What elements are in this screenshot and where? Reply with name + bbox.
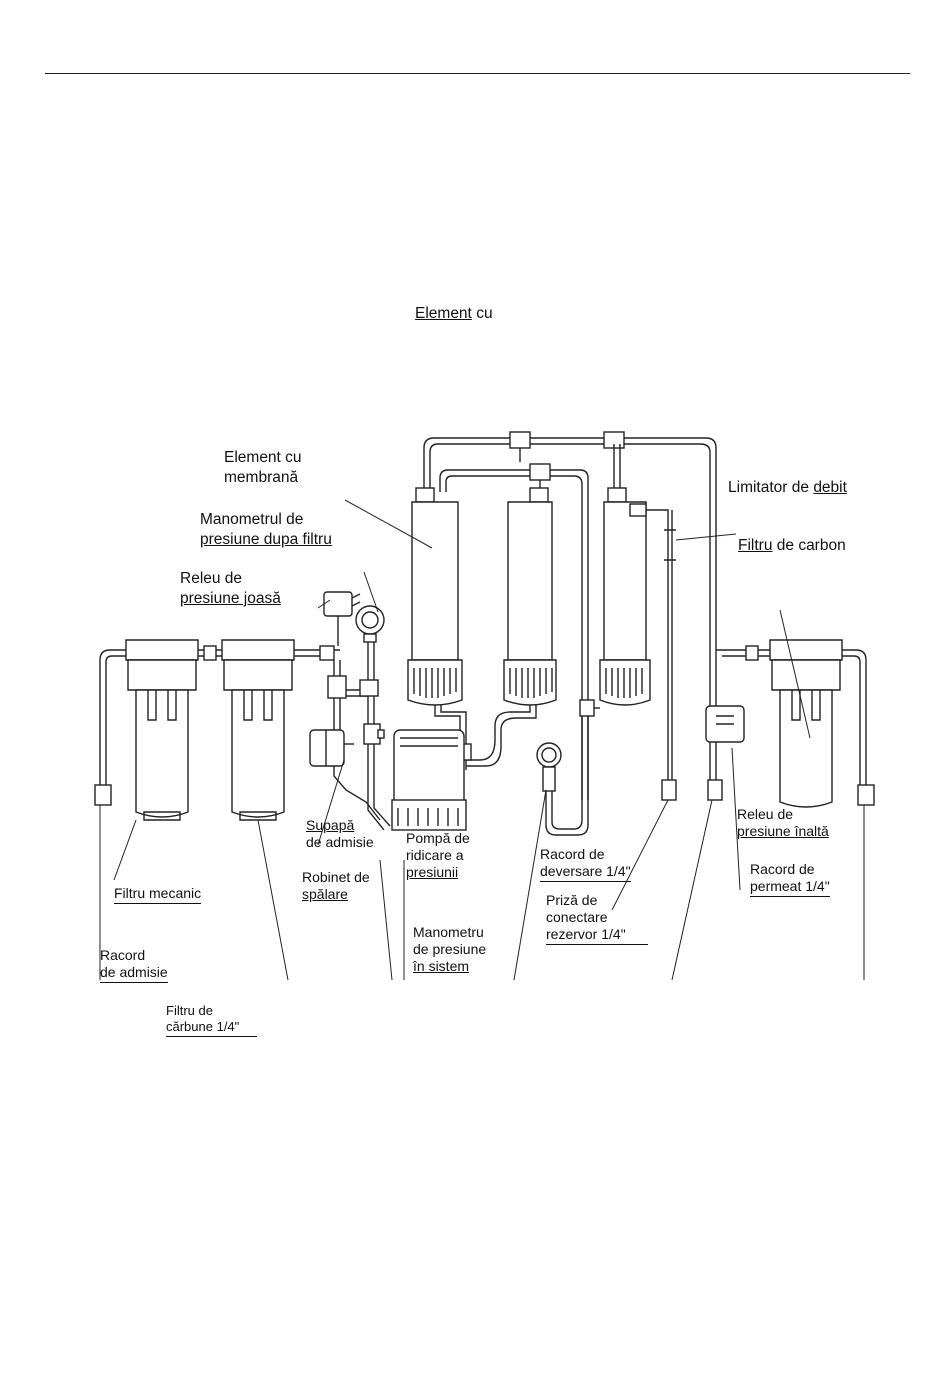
membrane-1 bbox=[407, 487, 463, 706]
label-high-pressure-switch: Releu de presiune înaltă bbox=[737, 806, 829, 839]
leader-lines bbox=[99, 499, 865, 981]
membrane-2 bbox=[503, 487, 557, 706]
inlet-valve bbox=[309, 729, 381, 821]
label-membrane-element: Element cu membrană bbox=[224, 449, 302, 486]
label-booster-pump: Pompă de ridicare a presiunii bbox=[406, 830, 470, 880]
label-carbon-filter: Filtru de carbon bbox=[738, 537, 846, 554]
label-low-pressure-switch: Releu de presiune joasă bbox=[180, 570, 281, 607]
membrane-3 bbox=[599, 487, 651, 706]
post-filter-gauge bbox=[355, 605, 385, 643]
label-post-filter-gauge: Manometrul de presiune dupa filtru bbox=[200, 511, 332, 548]
header-rule bbox=[45, 73, 910, 74]
label-system-gauge: Manometru de presiune în sistem bbox=[413, 924, 487, 974]
label-mechanical-filter: Filtru mecanic bbox=[114, 885, 202, 904]
label-inlet-fitting: Racord de admisie bbox=[100, 947, 168, 983]
label-inlet-valve: Supapă de admisie bbox=[306, 817, 374, 850]
inlet-piping bbox=[94, 640, 391, 831]
label-flush-valve: Robinet de spălare bbox=[302, 869, 370, 902]
header-caption: Element cu bbox=[415, 305, 493, 322]
flow-limiter bbox=[629, 503, 723, 801]
label-flow-limiter: Limitator de debit bbox=[728, 479, 847, 496]
top-piping bbox=[423, 431, 717, 800]
mechanical-filter-housing bbox=[125, 639, 199, 821]
label-tank-connector: Priză de conectare rezervor 1/4" bbox=[546, 892, 648, 945]
label-carbon-prefilter: Filtru de cărbune 1/4" bbox=[166, 1003, 258, 1037]
label-drain-fitting: Racord de deversare 1/4" bbox=[540, 846, 631, 882]
booster-pump bbox=[391, 729, 467, 831]
carbon-prefilter-housing bbox=[221, 639, 295, 821]
high-pressure-switch bbox=[705, 705, 745, 743]
label-permeate-fitting: Racord de permeat 1/4" bbox=[750, 861, 830, 897]
system-pressure-gauge bbox=[536, 742, 562, 792]
